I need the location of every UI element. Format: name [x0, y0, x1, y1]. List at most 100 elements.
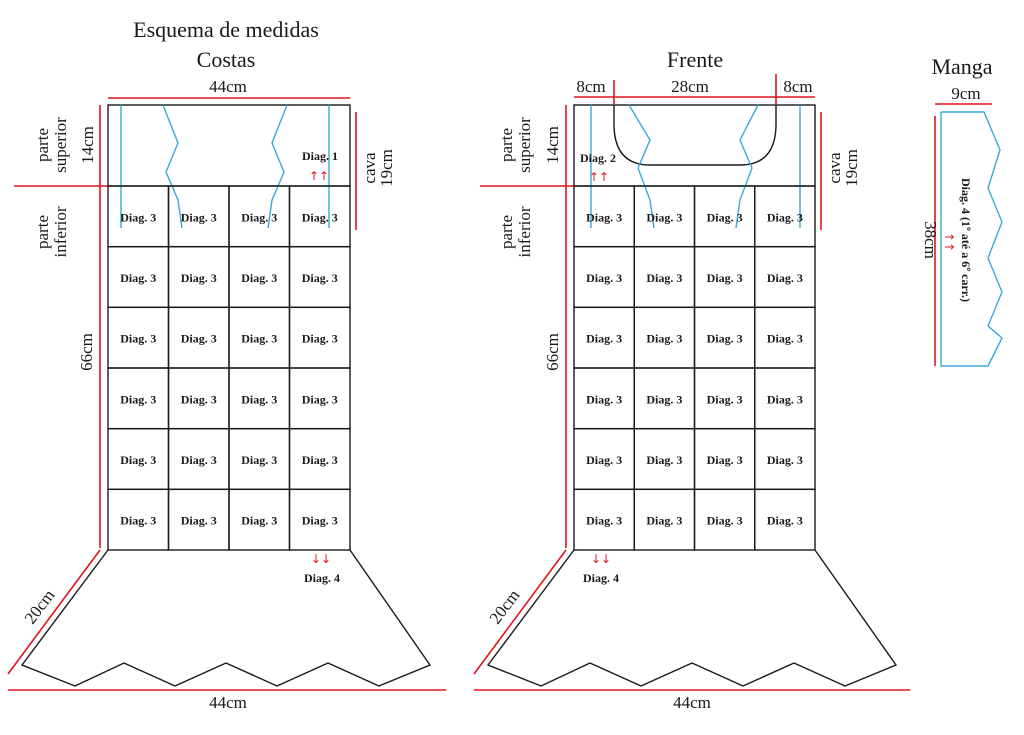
back-grid-cell-label: Diag. 3	[120, 210, 156, 224]
back-grid-cell-label: Diag. 3	[120, 514, 156, 528]
front-grid-cell-label: Diag. 3	[767, 514, 803, 528]
front-grid-cell-label: Diag. 3	[707, 392, 743, 406]
back-skirt-side-line	[7, 549, 101, 675]
front-grid-cell-label: Diag. 3	[767, 392, 803, 406]
front-neckline	[613, 105, 777, 166]
front-grid-cell-label: Diag. 3	[646, 271, 682, 285]
front-blue-right-zigzag	[735, 104, 759, 229]
back-grid-cell-label: Diag. 3	[181, 210, 217, 224]
front-skirt-side-label: 20cm	[486, 586, 524, 628]
back-down-arrows: ↓↓	[311, 552, 331, 566]
back-grid-cell-label: Diag. 3	[241, 332, 277, 346]
front-grid-cell-label: Diag. 3	[586, 453, 622, 467]
front-grid-cell-label: Diag. 3	[707, 271, 743, 285]
back-upper-label-1: parte	[33, 128, 52, 162]
back-grid-cell-label: Diag. 3	[241, 392, 277, 406]
sleeve-title: Manga	[931, 54, 992, 79]
back-grid-cell-label: Diag. 3	[302, 332, 338, 346]
front-piece: 8cm 28cm 8cm Diag. 2 ↑↑ 14cm parte super…	[473, 74, 910, 712]
front-up-arrows: ↑↑	[589, 170, 609, 184]
front-grid-cell-label: Diag. 3	[586, 271, 622, 285]
front-grid-cell-label: Diag. 3	[586, 392, 622, 406]
back-body-height-label: 66cm	[77, 333, 96, 371]
back-grid-cell-label: Diag. 3	[181, 392, 217, 406]
sleeve-length-label: 38cm	[921, 221, 940, 259]
back-grid-cell-label: Diag. 3	[120, 271, 156, 285]
back-grid-cell	[288, 488, 351, 551]
front-grid-cell-label: Diag. 3	[767, 453, 803, 467]
front-grid-cell-label: Diag. 3	[646, 392, 682, 406]
front-upper-label-2: superior	[515, 117, 534, 173]
back-lower-label-1: parte	[33, 215, 52, 249]
back-blue-left-zigzag	[162, 104, 183, 229]
back-armhole-label: cava	[360, 152, 379, 184]
front-upper-label-1: parte	[497, 128, 516, 162]
front-lower-label-2: inferior	[515, 206, 534, 257]
front-grid-cell-label: Diag. 3	[646, 210, 682, 224]
back-skirt-outline	[20, 549, 432, 687]
front-grid-cell-label: Diag. 3	[767, 271, 803, 285]
back-skirt-diagram-label: Diag. 4	[304, 571, 340, 585]
front-grid: Diag. 3 Diag. 3 Diag. 3 Diag. 3 Diag. 3 Diag.…	[573, 185, 816, 551]
front-grid-cell-label: Diag. 3	[707, 514, 743, 528]
front-grid-cell-label: Diag. 3	[586, 210, 622, 224]
front-blue-left-zigzag	[628, 104, 655, 229]
back-blue-right-zigzag	[267, 104, 288, 229]
sleeve-piece: 9cm 38cm ↑↑ Diag. 4 (1º até a 6º carr.)	[921, 84, 1003, 367]
back-grid-cell-label: Diag. 3	[181, 271, 217, 285]
front-grid-cell-label: Diag. 3	[646, 514, 682, 528]
sleeve-arrows: ↑↑	[942, 232, 956, 252]
back-grid: Diag. 3 Diag. 3 Diag. 3 Diag. 3 Diag. 3 Diag.…	[107, 185, 351, 551]
front-grid-cell-label: Diag. 3	[767, 210, 803, 224]
front-armhole-label: cava	[825, 152, 844, 184]
back-lower-label-2: inferior	[51, 206, 70, 257]
front-skirt-diagram-label: Diag. 4	[583, 571, 619, 585]
back-grid-cell-label: Diag. 3	[181, 514, 217, 528]
back-grid-cell-label: Diag. 3	[120, 332, 156, 346]
front-skirt-outline	[486, 549, 898, 687]
front-grid-cell-label: Diag. 3	[707, 332, 743, 346]
front-bottom-width-label: 44cm	[673, 693, 711, 712]
front-skirt-side-line	[473, 549, 567, 675]
front-grid-cell	[754, 488, 816, 551]
front-left-shoulder-label: 8cm	[576, 77, 605, 96]
back-grid-cell-label: Diag. 3	[181, 453, 217, 467]
front-right-shoulder-label: 8cm	[783, 77, 812, 96]
front-neck-width-label: 28cm	[671, 77, 709, 96]
front-grid-cell-label: Diag. 3	[767, 332, 803, 346]
back-grid-cell-label: Diag. 3	[120, 453, 156, 467]
front-grid-cell-label: Diag. 3	[707, 453, 743, 467]
back-grid-cell-label: Diag. 3	[302, 514, 338, 528]
back-grid-cell-label: Diag. 3	[302, 210, 338, 224]
sleeve-diagram-label: Diag. 4 (1º até a 6º carr.)	[959, 178, 973, 302]
back-top-width-label: 44cm	[209, 77, 247, 96]
back-upper-height-label: 14cm	[78, 126, 97, 164]
back-grid-cell-label: Diag. 3	[302, 271, 338, 285]
back-grid-cell-label: Diag. 3	[241, 271, 277, 285]
front-upper-height-label: 14cm	[543, 126, 562, 164]
front-armhole-value: 19cm	[842, 149, 861, 187]
back-upper-label-2: superior	[51, 117, 70, 173]
back-upper-diagram-label: Diag. 1	[302, 149, 338, 163]
back-skirt-side-label: 20cm	[21, 586, 59, 628]
back-grid-cell-label: Diag. 3	[181, 332, 217, 346]
back-bottom-width-label: 44cm	[209, 693, 247, 712]
front-down-arrows: ↓↓	[591, 552, 611, 566]
back-grid-cell-label: Diag. 3	[241, 514, 277, 528]
back-armhole-value: 19cm	[377, 149, 396, 187]
front-lower-label-1: parte	[497, 215, 516, 249]
back-grid-cell-label: Diag. 3	[302, 392, 338, 406]
back-up-arrows: ↑↑	[309, 169, 329, 183]
back-piece: 44cm Diag. 1 ↑↑ 14cm parte superior part…	[7, 77, 446, 712]
front-grid-cell-label: Diag. 3	[707, 210, 743, 224]
front-upper-diagram-label: Diag. 2	[580, 151, 616, 165]
front-grid-cell-label: Diag. 3	[646, 453, 682, 467]
back-grid-cell-label: Diag. 3	[241, 210, 277, 224]
sleeve-width-label: 9cm	[951, 84, 980, 103]
front-upper-part	[573, 104, 816, 187]
front-grid-cell-label: Diag. 3	[586, 332, 622, 346]
front-title: Frente	[667, 47, 723, 72]
front-body-height-label: 66cm	[543, 333, 562, 371]
back-grid-cell-label: Diag. 3	[120, 392, 156, 406]
